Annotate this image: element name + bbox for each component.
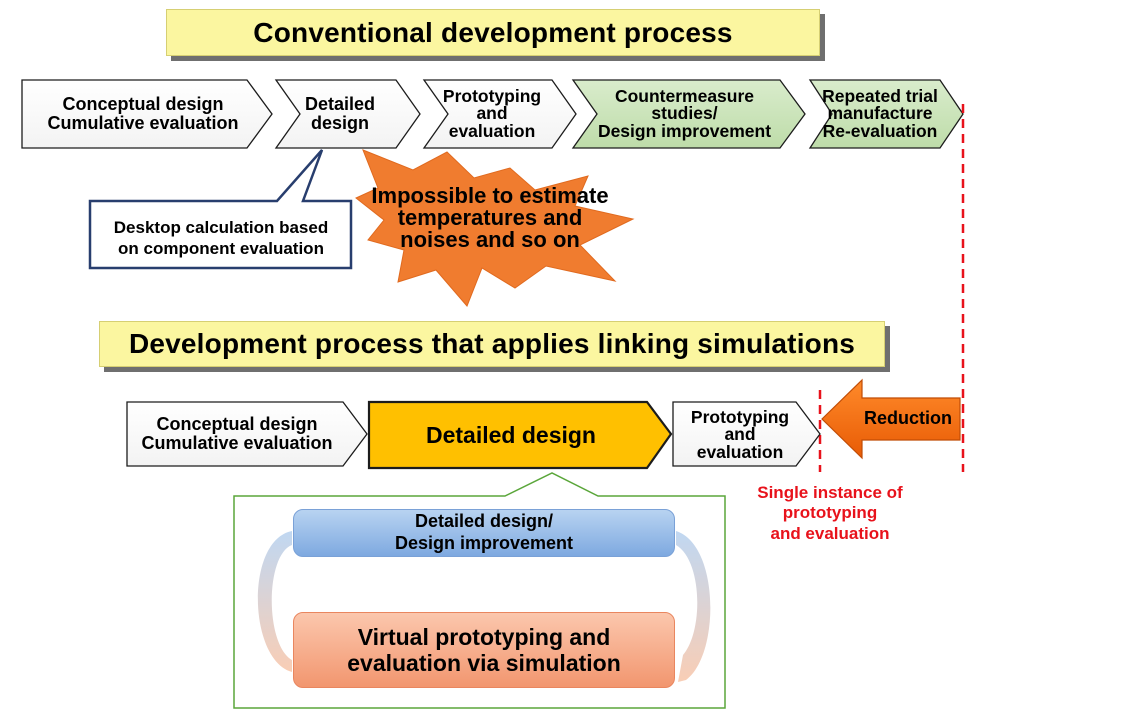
linking-process-title: Development process that applies linking… bbox=[99, 321, 885, 367]
linking-steps bbox=[126, 400, 821, 470]
link-step-detailed-label: Detailed design bbox=[426, 421, 596, 448]
warning-burst-text: Impossible to estimate temperatures and … bbox=[371, 183, 609, 252]
link-step-conceptual-label: Conceptual design Cumulative evaluation bbox=[141, 413, 333, 453]
conv-step-conceptual-label: Conceptual design Cumulative evaluation bbox=[47, 93, 239, 133]
conv-step-countermeasure-label: Countermeasure studies/ Design improveme… bbox=[597, 85, 772, 141]
loop-bottom-virtual-prototyping: Virtual prototyping and evaluation via s… bbox=[293, 612, 675, 688]
conv-step-countermeasure bbox=[571, 79, 806, 149]
conv-step-detailed-label: Detailed design bbox=[304, 93, 376, 133]
conv-step-repeated bbox=[808, 79, 964, 149]
callout-bubble bbox=[88, 149, 353, 270]
conventional-process-title: Conventional development process bbox=[166, 9, 820, 56]
conv-step-repeated-label: Repeated trial manufacture Re-evaluation bbox=[822, 85, 938, 141]
conv-step-prototyping-label: Prototyping and evaluation bbox=[442, 85, 542, 141]
single-instance-note: Single instance of prototyping and evalu… bbox=[757, 483, 903, 543]
reduction-arrow bbox=[821, 378, 961, 460]
link-step-prototyping bbox=[672, 401, 821, 467]
warning-burst bbox=[355, 149, 635, 307]
link-step-conceptual bbox=[126, 401, 368, 467]
loop-arc-left bbox=[257, 531, 292, 672]
conv-step-prototyping bbox=[422, 79, 577, 149]
conv-step-detailed bbox=[274, 79, 421, 149]
link-step-detailed bbox=[367, 400, 673, 470]
link-step-prototyping-label: Prototyping and evaluation bbox=[690, 406, 790, 462]
reduction-label: Reduction bbox=[864, 408, 952, 429]
conv-step-conceptual bbox=[21, 79, 273, 149]
callout-text: Desktop calculation based on component e… bbox=[113, 218, 329, 258]
conventional-steps bbox=[21, 79, 964, 149]
loop-top-detailed-design: Detailed design/ Design improvement bbox=[293, 509, 675, 557]
loop-arc-right bbox=[676, 531, 711, 682]
